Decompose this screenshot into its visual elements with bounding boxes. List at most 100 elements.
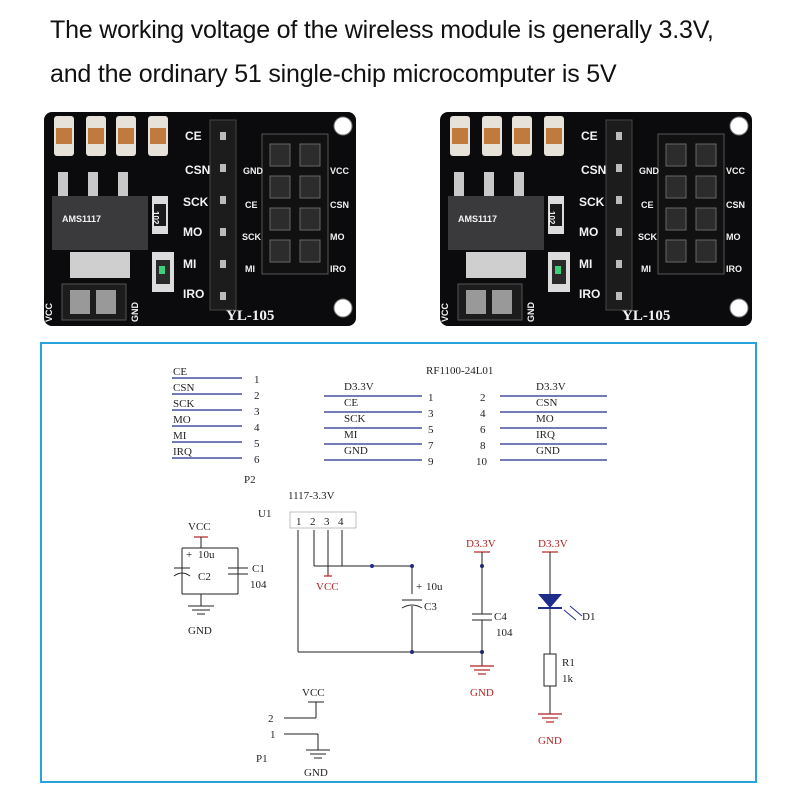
heading-line-2: and the ordinary 51 single-chip microcom… <box>50 60 617 88</box>
module-board-photo-left: AMS1117 102 CE CSN SCK MO MI IRO GND CE … <box>40 110 360 332</box>
voltage-regulator: AMS1117 <box>52 172 148 278</box>
svg-text:P1: P1 <box>256 753 268 765</box>
svg-text:1: 1 <box>254 374 260 386</box>
board-model-label: YL-105 <box>226 308 274 324</box>
svg-text:U1: U1 <box>258 508 271 520</box>
input-capacitors: VCC + 10u C2 C1 104 GND <box>173 521 267 637</box>
svg-text:GND: GND <box>130 302 140 323</box>
svg-text:GND: GND <box>526 302 536 323</box>
connector-p2: CE CSN SCK MO MI IRQ 1 2 3 4 5 6 P2 <box>172 366 260 486</box>
svg-text:MO: MO <box>183 225 202 239</box>
svg-text:5: 5 <box>428 424 434 436</box>
svg-text:3: 3 <box>254 406 260 418</box>
svg-text:SCK: SCK <box>638 232 658 242</box>
svg-text:IRO: IRO <box>330 264 346 274</box>
svg-text:MI: MI <box>344 429 358 441</box>
svg-text:6: 6 <box>480 424 486 436</box>
svg-text:C4: C4 <box>494 611 507 623</box>
svg-text:P2: P2 <box>244 474 256 486</box>
svg-text:10u: 10u <box>426 581 443 593</box>
svg-text:C3: C3 <box>424 601 437 613</box>
svg-text:IRQ: IRQ <box>536 429 555 441</box>
svg-text:7: 7 <box>428 440 434 452</box>
svg-text:2: 2 <box>480 392 486 404</box>
capacitor-c4: D3.3V C4 104 GND <box>466 538 513 699</box>
svg-text:SCK: SCK <box>344 413 365 425</box>
svg-text:C1: C1 <box>252 563 265 575</box>
svg-text:CSN: CSN <box>185 163 210 177</box>
svg-text:MI: MI <box>245 264 255 274</box>
svg-text:GND: GND <box>639 166 660 176</box>
regulator-text: AMS1117 <box>62 214 101 224</box>
svg-text:+: + <box>186 549 192 561</box>
smd-capacitor-row <box>450 116 564 156</box>
svg-text:1k: 1k <box>562 673 574 685</box>
svg-text:104: 104 <box>250 579 267 591</box>
svg-text:SCK: SCK <box>242 232 262 242</box>
header-labels: CE CSN SCK MO MI IRO <box>183 129 210 301</box>
svg-text:1: 1 <box>296 516 302 528</box>
svg-text:SCK: SCK <box>173 398 194 410</box>
svg-text:D3.3V: D3.3V <box>536 381 566 393</box>
svg-text:4: 4 <box>254 422 260 434</box>
svg-text:CE: CE <box>245 200 258 210</box>
svg-text:CE: CE <box>185 129 202 143</box>
svg-text:GND: GND <box>188 625 212 637</box>
svg-text:C2: C2 <box>198 571 211 583</box>
svg-text:IRO: IRO <box>579 287 600 301</box>
svg-text:VCC: VCC <box>330 166 350 176</box>
svg-text:D3.3V: D3.3V <box>466 538 496 550</box>
resistor-code: 102 <box>151 211 160 225</box>
svg-text:MI: MI <box>579 257 592 271</box>
svg-text:R1: R1 <box>562 657 575 669</box>
svg-text:D3.3V: D3.3V <box>344 381 374 393</box>
board-model-label: YL-105 <box>622 308 670 324</box>
svg-text:IRO: IRO <box>183 287 204 301</box>
status-led-d1: D3.3V D1 R1 1k GND <box>538 538 595 747</box>
svg-text:3: 3 <box>428 408 434 420</box>
pin-header <box>605 119 633 311</box>
svg-text:6: 6 <box>254 454 260 466</box>
power-header: VCC GND <box>44 283 140 323</box>
svg-text:CSN: CSN <box>536 397 557 409</box>
svg-text:MO: MO <box>726 232 741 242</box>
svg-text:VCC: VCC <box>440 302 450 322</box>
svg-text:MO: MO <box>330 232 345 242</box>
svg-text:VCC: VCC <box>726 166 746 176</box>
rf-socket: GND CE SCK MI VCC CSN MO IRO <box>242 133 350 275</box>
svg-text:1: 1 <box>270 729 276 741</box>
pin-header <box>209 119 237 311</box>
svg-text:VCC: VCC <box>302 687 325 699</box>
svg-text:2: 2 <box>254 390 260 402</box>
svg-text:IRO: IRO <box>726 264 742 274</box>
svg-text:GND: GND <box>538 735 562 747</box>
schematic-diagram: CE CSN SCK MO MI IRQ 1 2 3 4 5 6 P2 RF11… <box>40 342 757 783</box>
svg-text:CE: CE <box>581 129 598 143</box>
svg-text:GND: GND <box>344 445 368 457</box>
svg-text:CE: CE <box>641 200 654 210</box>
svg-text:MI: MI <box>641 264 651 274</box>
svg-text:2: 2 <box>310 516 316 528</box>
svg-text:1: 1 <box>428 392 434 404</box>
header-labels: CE CSN SCK MO MI IRO <box>579 129 606 301</box>
rf-module-title: RF1100-24L01 <box>426 365 493 377</box>
power-header: VCC GND <box>440 283 536 323</box>
svg-text:CE: CE <box>344 397 358 409</box>
svg-text:CSN: CSN <box>726 200 745 210</box>
resistor-code: 102 <box>547 211 556 225</box>
svg-text:9: 9 <box>428 456 434 468</box>
svg-text:4: 4 <box>338 516 344 528</box>
regulator-u1: 1117-3.3V U1 1 2 3 4 VCC <box>258 490 484 654</box>
svg-text:SCK: SCK <box>183 195 209 209</box>
svg-text:CSN: CSN <box>330 200 349 210</box>
svg-text:4: 4 <box>480 408 486 420</box>
svg-text:GND: GND <box>536 445 560 457</box>
svg-text:2: 2 <box>268 713 274 725</box>
svg-text:GND: GND <box>470 687 494 699</box>
svg-text:8: 8 <box>480 440 486 452</box>
svg-text:MO: MO <box>173 414 191 426</box>
svg-text:MI: MI <box>173 430 187 442</box>
svg-text:3: 3 <box>324 516 330 528</box>
svg-text:VCC: VCC <box>44 302 54 322</box>
svg-text:1117-3.3V: 1117-3.3V <box>288 490 335 502</box>
